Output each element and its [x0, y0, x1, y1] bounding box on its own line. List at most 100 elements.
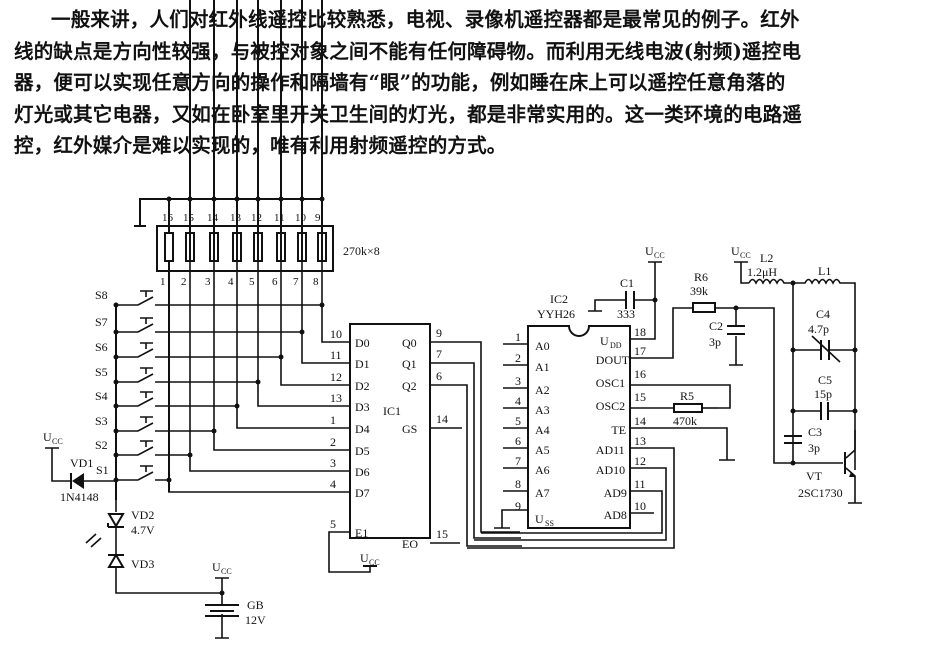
- ic2-pin-number: 16: [634, 367, 646, 381]
- ic1-pin-label-gs: GS: [402, 422, 417, 436]
- switch-s1: [116, 471, 169, 481]
- l1-inductor: L1: [790, 264, 856, 470]
- pin-number: 12: [251, 212, 262, 224]
- ic1-input-wire: [168, 261, 350, 493]
- ic1-encoder: IC1 10D011D112D213D31D42D53D64D75E19Q07Q…: [330, 323, 448, 551]
- ic2-pin-label-ad9: AD9: [604, 486, 627, 500]
- resistor-element: [164, 232, 174, 262]
- description-line: 一般来讲，人们对红外线遥控比较熟悉，电视、录像机遥控器都是最常见的例子。红外: [51, 8, 800, 31]
- svg-text:DD: DD: [610, 341, 622, 350]
- pin-number: 15: [183, 212, 195, 224]
- c5-capacitor: C5 15p: [790, 373, 858, 420]
- c1-plates: [625, 291, 635, 309]
- switch-s8: [116, 296, 322, 306]
- ic2-pin-number: 18: [634, 325, 646, 339]
- osc-te-wires: [630, 384, 735, 461]
- ic1-pin-number: 14: [436, 412, 448, 426]
- c4-trimmer-capacitor: C4 4.7p: [790, 307, 858, 363]
- ic1-pin-number: 11: [330, 348, 342, 362]
- ic2-pin-label-a2: A2: [535, 383, 550, 397]
- ic1-pin-number: 10: [330, 327, 342, 341]
- pin-number: 2: [181, 276, 187, 288]
- svg-text:2SC1730: 2SC1730: [798, 486, 843, 500]
- switch-button: [140, 416, 153, 423]
- vd2-zener: VD2 4.7V: [107, 481, 155, 554]
- junction-dot: [278, 196, 284, 202]
- pin-number: 7: [293, 276, 299, 288]
- ic1-pin-number: 4: [330, 477, 336, 491]
- resistor-network-body: [156, 225, 334, 272]
- ic2-ad-wires: [467, 447, 675, 549]
- ic2-pin-label-udd: U: [600, 334, 609, 348]
- switch-s3: [116, 422, 214, 432]
- svg-text:12V: 12V: [245, 613, 266, 627]
- description-line: 控，红外媒介是难以实现的，唯有利用射频遥控的方式。: [14, 134, 507, 157]
- ic1-pin-label-q1: Q1: [402, 357, 417, 371]
- switch-s2: [116, 446, 190, 456]
- svg-text:CC: CC: [369, 558, 380, 567]
- ic2-pin-label-a6: A6: [535, 463, 550, 477]
- switch-label-s3: S3: [95, 414, 108, 428]
- description-line: 线的缺点是方向性较强，与被控对象之间不能有任何障碍物。而利用无线电波(射频)遥控…: [14, 39, 802, 63]
- svg-text:39k: 39k: [690, 284, 708, 298]
- switch-button: [140, 317, 153, 324]
- ic2-pin-number: 15: [634, 390, 646, 404]
- switch-s6: [116, 348, 281, 358]
- ic2-pin-number: 1: [515, 330, 521, 344]
- svg-text:R5: R5: [680, 389, 694, 403]
- ic1-pin-number: 5: [330, 517, 336, 531]
- svg-text:C4: C4: [816, 307, 830, 321]
- ic2-pin-number: 9: [515, 499, 521, 513]
- switch-label-s8: S8: [95, 288, 108, 302]
- svg-text:VD1: VD1: [70, 456, 93, 470]
- ic1-pin-number: 13: [330, 391, 342, 405]
- ic2-pin-label-osc1: OSC1: [596, 376, 625, 390]
- switch-button: [140, 367, 153, 374]
- pin-number: 16: [162, 212, 174, 224]
- vd3-led: VD3: [85, 533, 222, 594]
- svg-text:C2: C2: [709, 319, 723, 333]
- ic2-pin-number: 14: [634, 414, 646, 428]
- svg-text:CC: CC: [52, 437, 63, 446]
- pin-number: 5: [249, 276, 255, 288]
- description-paragraph: 一般来讲，人们对红外线遥控比较熟悉，电视、录像机遥控器都是最常见的例子。红外 线…: [14, 4, 936, 162]
- ic2-pin-number: 4: [515, 394, 521, 408]
- svg-text:L1: L1: [818, 264, 831, 278]
- ic1-pin-label-d4: D4: [355, 422, 370, 436]
- switch-button: [140, 290, 153, 297]
- dout-wire: [630, 307, 775, 386]
- pin-number: 13: [230, 212, 242, 224]
- ic1-body: [349, 323, 431, 539]
- ic2-pin-number: 7: [515, 454, 521, 468]
- svg-text:1.2μH: 1.2μH: [747, 265, 777, 279]
- ic1-pin-label-d3: D3: [355, 400, 370, 414]
- ic1-e1-wire: [328, 531, 371, 573]
- pin-number: 14: [207, 212, 219, 224]
- ic2-pin-number: 5: [515, 414, 521, 428]
- gb-battery: U CC GB 12V: [205, 560, 266, 639]
- resistor-network-label: 270k×8: [343, 244, 380, 258]
- ic2-pin-label-a5: A5: [535, 443, 550, 457]
- svg-text:GB: GB: [247, 598, 264, 612]
- svg-text:VD2: VD2: [131, 508, 154, 522]
- r5-resistor: R5 470k: [673, 389, 718, 428]
- c1-capacitor: C1 333: [588, 276, 658, 340]
- c3-capacitor: C3 3p: [784, 425, 822, 466]
- ic1-input-wire: [257, 261, 350, 407]
- ic1-pin-label-e1: E1: [355, 526, 368, 540]
- l2-inductor: L2 1.2μH: [747, 251, 793, 285]
- ic1-pin-number: 12: [330, 370, 342, 384]
- svg-text:4.7V: 4.7V: [131, 523, 155, 537]
- ic2-pin-label-ad11: AD11: [596, 443, 625, 457]
- pin-number: 9: [315, 212, 321, 224]
- ic1-pin-label-d6: D6: [355, 465, 370, 479]
- tank-wires: [773, 283, 794, 464]
- junction-dot: [211, 196, 217, 202]
- ic2-pin-label-a4: A4: [535, 423, 550, 437]
- uss-ground: [494, 509, 528, 529]
- ic2-pin-number: 10: [634, 499, 646, 513]
- ic1-input-wire: [321, 261, 350, 343]
- ic1-pin-label-d5: D5: [355, 444, 370, 458]
